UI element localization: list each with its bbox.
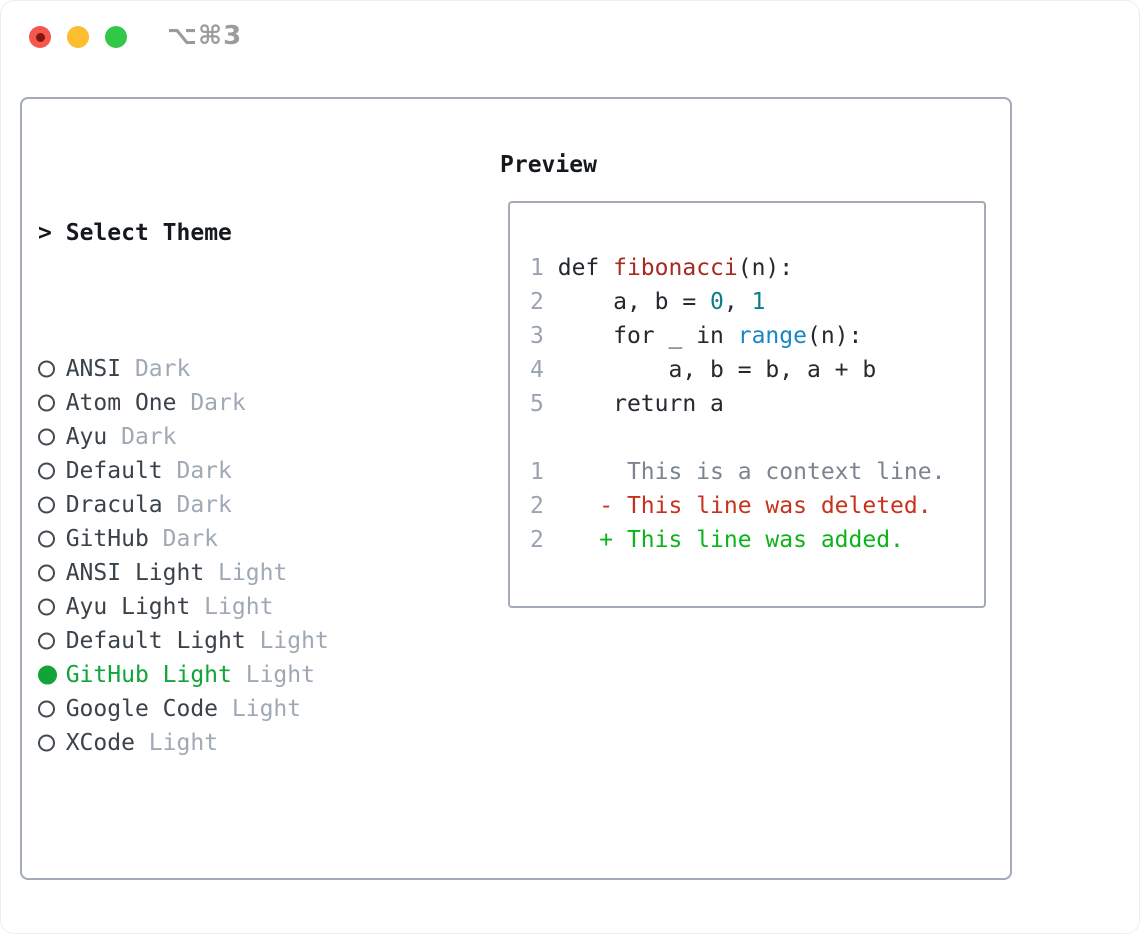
theme-option-default-light[interactable]: Default Light Light xyxy=(38,624,426,658)
option-label: ANSI xyxy=(65,356,122,382)
option-label: Default xyxy=(65,458,163,484)
theme-option-default[interactable]: Default Dark xyxy=(38,454,426,488)
variant-label: Dark xyxy=(162,458,232,484)
line-number: 2 xyxy=(530,527,544,553)
theme-option-ayu-light[interactable]: Ayu Light Light xyxy=(38,590,426,624)
option-label: GitHub Light xyxy=(65,662,232,688)
token-plain: a, b = xyxy=(557,289,711,315)
code-line: 5 return a xyxy=(530,387,945,421)
token-title: fibonacci xyxy=(613,255,738,281)
radio-icon xyxy=(38,420,52,454)
variant-label: Light xyxy=(231,662,315,688)
theme-option-atom-one[interactable]: Atom One Dark xyxy=(38,386,426,420)
code-line: 2 a, b = 0, 1 xyxy=(530,285,945,319)
code-line: 2 - This line was deleted. xyxy=(530,489,945,523)
theme-option-ansi[interactable]: ANSI Dark xyxy=(38,352,426,386)
radio-icon xyxy=(38,726,52,760)
variant-label: Dark xyxy=(148,526,219,552)
variant-label: Dark xyxy=(176,390,246,416)
close-button[interactable] xyxy=(29,26,51,48)
theme-option-ayu[interactable]: Ayu Dark xyxy=(38,420,426,454)
option-label: Google Code xyxy=(65,696,219,722)
prompt-icon: > xyxy=(38,220,52,246)
token-plain: return a xyxy=(557,391,724,417)
radio-icon xyxy=(38,522,52,556)
window-title: ⌥⌘3 xyxy=(167,21,243,51)
line-number: 4 xyxy=(530,357,544,383)
token-plain: a, b = b, a + b xyxy=(557,357,877,383)
theme-option-google-code[interactable]: Google Code Light xyxy=(38,692,426,726)
spacer xyxy=(38,862,426,896)
variant-label: Light xyxy=(134,730,219,756)
option-label: Atom One xyxy=(65,390,177,416)
radio-icon xyxy=(38,488,52,522)
radio-icon xyxy=(38,454,52,488)
close-dot-icon xyxy=(35,32,45,42)
code-line: 1 This is a context line. xyxy=(530,455,945,489)
select-theme-header: > Select Theme xyxy=(38,216,426,250)
preview-header: Preview xyxy=(500,152,597,178)
token-number: 0 xyxy=(710,289,724,315)
token-number: 1 xyxy=(751,289,766,315)
radio-icon xyxy=(38,352,52,386)
token-plain: , xyxy=(723,289,752,315)
theme-picker-column: > Select Theme ANSI Dark Atom One Dark A… xyxy=(38,148,426,934)
option-label: ANSI Light xyxy=(65,560,205,586)
line-number: 1 xyxy=(530,459,544,485)
variant-label: Dark xyxy=(107,424,177,450)
option-label: Dracula xyxy=(65,492,163,518)
variant-label: Dark xyxy=(121,356,191,382)
radio-icon xyxy=(38,556,52,590)
code-blank-line xyxy=(530,421,945,455)
line-number: 3 xyxy=(530,323,544,349)
theme-list: ANSI Dark Atom One Dark Ayu Dark Default… xyxy=(38,352,426,760)
option-label: XCode xyxy=(65,730,135,756)
token-plain: (n): xyxy=(737,255,794,281)
variant-label: Light xyxy=(218,696,302,722)
code-line: 3 for _ in range(n): xyxy=(530,319,945,353)
line-number: 2 xyxy=(530,493,544,519)
option-label: Default Light xyxy=(65,628,246,654)
token-plain: for _ in xyxy=(557,323,738,349)
option-label: Ayu Light xyxy=(65,594,191,620)
radio-icon xyxy=(38,386,52,420)
token-context: This is a context line. xyxy=(557,459,946,485)
token-addition: + This line was added. xyxy=(557,527,904,553)
option-label: Ayu xyxy=(65,424,108,450)
theme-picker-panel: > Select Theme ANSI Dark Atom One Dark A… xyxy=(20,97,1012,880)
minimize-button[interactable] xyxy=(67,26,89,48)
code-line: 4 a, b = b, a + b xyxy=(530,353,945,387)
line-number: 1 xyxy=(530,255,544,281)
token-plain: def xyxy=(557,255,614,281)
line-number: 2 xyxy=(530,289,544,315)
theme-option-dracula[interactable]: Dracula Dark xyxy=(38,488,426,522)
code-line: 2 + This line was added. xyxy=(530,523,945,557)
radio-icon xyxy=(38,692,52,726)
token-plain: (n): xyxy=(806,323,863,349)
line-number: 5 xyxy=(530,391,544,417)
code-line: 1 def fibonacci(n): xyxy=(530,251,945,285)
theme-option-github-light[interactable]: GitHub Light Light xyxy=(38,658,426,692)
radio-icon xyxy=(38,624,52,658)
maximize-button[interactable] xyxy=(105,26,127,48)
radio-selected-icon xyxy=(38,658,52,692)
theme-option-ansi-light[interactable]: ANSI Light Light xyxy=(38,556,426,590)
token-deletion: - This line was deleted. xyxy=(557,493,932,519)
variant-label: Dark xyxy=(162,492,232,518)
option-label: GitHub xyxy=(65,526,149,552)
variant-label: Light xyxy=(190,594,274,620)
variant-label: Light xyxy=(245,628,329,654)
theme-option-github[interactable]: GitHub Dark xyxy=(38,522,426,556)
theme-option-xcode[interactable]: XCode Light xyxy=(38,726,426,760)
variant-label: Light xyxy=(204,560,288,586)
select-theme-title: Select Theme xyxy=(65,220,232,246)
token-built_in: range xyxy=(737,323,807,349)
radio-icon xyxy=(38,590,52,624)
